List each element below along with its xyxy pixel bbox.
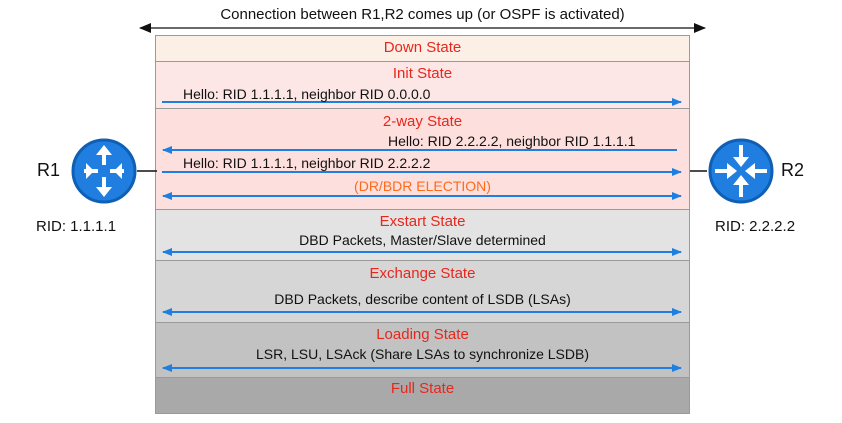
exstart-message: DBD Packets, Master/Slave determined — [299, 232, 546, 248]
twoway-hello-r1-label: Hello: RID 1.1.1.1, neighbor RID 2.2.2.2 — [183, 155, 431, 171]
exstart-state-title: Exstart State — [379, 213, 466, 230]
r1-rid: RID: 1.1.1.1 — [36, 218, 117, 235]
exchange-message: DBD Packets, describe content of LSDB (L… — [274, 291, 571, 307]
down-state-title: Down State — [383, 39, 462, 56]
loading-message: LSR, LSU, LSAck (Share LSAs to synchroni… — [255, 346, 590, 362]
twoway-state-title: 2-way State — [382, 113, 463, 130]
r1-name: R1 — [37, 160, 61, 180]
init-state-title: Init State — [392, 65, 453, 82]
r2-rid: RID: 2.2.2.2 — [715, 218, 796, 235]
full-state-band — [155, 377, 690, 414]
connection-caption: Connection between R1,R2 comes up (or OS… — [220, 6, 625, 23]
router-icon — [708, 138, 774, 204]
election-label: (DR/BDR ELECTION) — [354, 178, 491, 194]
init-hello-label: Hello: RID 1.1.1.1, neighbor RID 0.0.0.0 — [183, 86, 431, 102]
twoway-hello-r2-label: Hello: RID 2.2.2.2, neighbor RID 1.1.1.1 — [388, 133, 636, 149]
r2-name: R2 — [781, 160, 805, 180]
loading-state-title: Loading State — [376, 326, 469, 343]
exchange-state-title: Exchange State — [369, 265, 476, 282]
full-state-title: Full State — [390, 380, 455, 397]
router-icon — [71, 138, 137, 204]
